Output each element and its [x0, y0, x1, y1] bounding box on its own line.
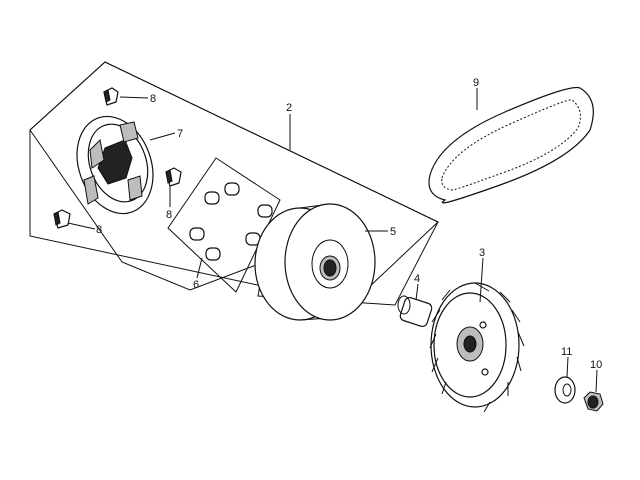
assembly-frame-outline — [29, 61, 439, 306]
fixed-drive-face-fan-part — [429, 282, 525, 413]
callout-3: 3 — [479, 247, 485, 259]
callout-8-middle: 8 — [166, 209, 172, 221]
drive-belt-part — [428, 86, 594, 204]
leader-lines — [67, 88, 598, 393]
callout-2: 2 — [286, 102, 292, 114]
washer-part — [554, 376, 576, 404]
slider-piece-bottom — [53, 209, 71, 229]
slider-piece-middle — [165, 167, 182, 187]
callout-9: 9 — [473, 77, 479, 89]
callout-11: 11 — [561, 346, 572, 358]
callout-6: 6 — [193, 279, 199, 291]
callout-8-bottom: 8 — [96, 224, 102, 236]
callout-10: 10 — [590, 359, 602, 371]
nut-part — [583, 391, 604, 412]
spacer-collar-part — [397, 295, 433, 328]
ramp-plate-part — [76, 115, 154, 215]
roller-weights-part — [167, 157, 281, 293]
callout-5: 5 — [390, 226, 396, 238]
callout-7: 7 — [177, 128, 183, 140]
callout-4: 4 — [414, 273, 420, 285]
movable-drive-face-part — [254, 203, 376, 321]
slider-piece-top — [103, 87, 119, 106]
callout-8-top: 8 — [150, 93, 156, 105]
